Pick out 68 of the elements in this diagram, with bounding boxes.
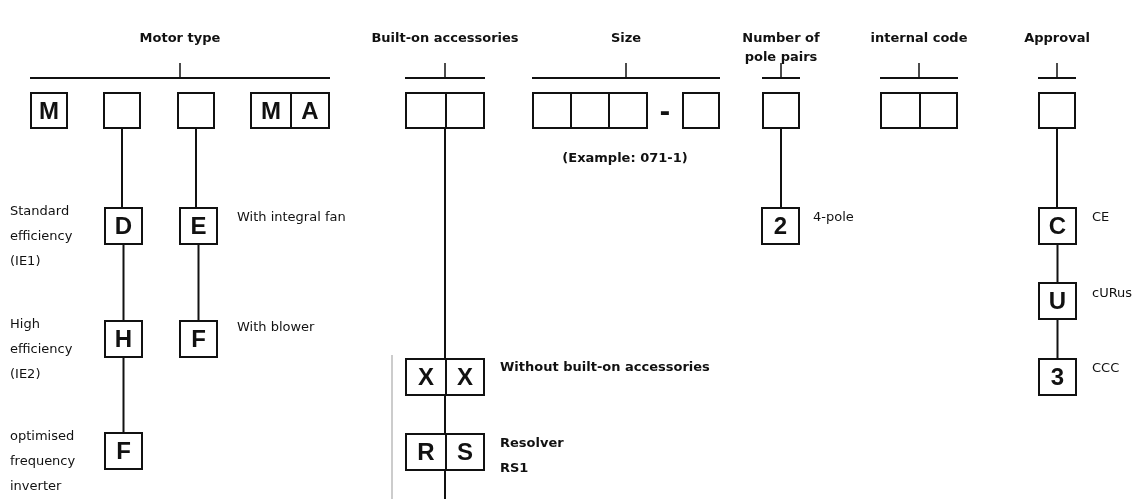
- code-box: [179, 320, 218, 358]
- code-box: [179, 207, 218, 245]
- connector-line: [122, 244, 125, 321]
- group-heading: Built-on accessories: [370, 29, 520, 47]
- code-letter: A: [301, 98, 319, 123]
- code-box: [445, 358, 485, 396]
- option-description: High efficiency (IE2): [10, 315, 74, 383]
- group-heading: Motor type: [138, 29, 222, 47]
- empty-code-box: [762, 92, 800, 129]
- code-letter: 3: [1050, 365, 1065, 389]
- code-box: [104, 207, 143, 245]
- code-letter: F: [116, 439, 131, 463]
- group-heading: Approval: [1023, 29, 1091, 47]
- code-box: [761, 207, 800, 245]
- connector-line: [1056, 319, 1059, 359]
- group-heading: Number of pole pairs: [741, 29, 821, 66]
- code-letter: U: [1048, 289, 1067, 313]
- option-description: 4-pole: [813, 208, 855, 226]
- code-box: [1038, 358, 1077, 396]
- connector-line: [444, 395, 446, 434]
- code-box: [30, 92, 68, 129]
- code-box: [250, 92, 292, 129]
- code-box: [104, 320, 143, 358]
- option-description: CE: [1092, 208, 1111, 226]
- code-box: [290, 92, 330, 129]
- code-box: [445, 433, 485, 471]
- code-letter: X: [418, 365, 434, 389]
- connector-line: [1056, 244, 1059, 283]
- code-letter: C: [1048, 214, 1067, 238]
- option-description: Without built-on accessories: [500, 358, 711, 376]
- code-letter: M: [261, 98, 281, 123]
- code-letter: 2: [773, 214, 788, 238]
- code-box: [104, 432, 143, 470]
- code-letter: H: [114, 327, 133, 351]
- connector-line: [121, 128, 123, 208]
- code-letter: X: [457, 365, 473, 389]
- option-description: cURus: [1092, 284, 1134, 302]
- connector-line: [1056, 128, 1058, 208]
- option-description: With integral fan: [237, 208, 347, 226]
- empty-code-box: [103, 92, 141, 129]
- code-letter: F: [191, 327, 206, 351]
- connector-line: [444, 470, 446, 499]
- empty-code-box: [1038, 92, 1076, 129]
- group-heading: internal code: [869, 29, 969, 47]
- option-description: With blower: [237, 318, 316, 336]
- connector-line: [197, 244, 200, 321]
- empty-code-box: [177, 92, 215, 129]
- code-letter: M: [39, 98, 59, 123]
- code-box: [405, 433, 447, 471]
- code-letter: E: [190, 214, 207, 238]
- code-letter: D: [114, 214, 133, 238]
- group-heading: Size: [609, 29, 643, 47]
- connector-line: [444, 128, 446, 359]
- example-note: (Example: 071-1): [561, 149, 689, 167]
- connector-line: [122, 357, 125, 433]
- empty-code-box: [682, 92, 720, 129]
- separator-dash: -: [658, 99, 672, 125]
- connector-line: [780, 128, 782, 208]
- option-description: CCC: [1092, 359, 1121, 377]
- code-box: [405, 358, 447, 396]
- connector-line: [195, 128, 197, 208]
- code-box: [1038, 282, 1077, 320]
- code-letter: R: [417, 440, 435, 464]
- code-box: [1038, 207, 1077, 245]
- option-description: Standard efficiency (IE1): [10, 202, 74, 270]
- code-letter: S: [457, 440, 473, 464]
- option-description: optimised frequency inverter: [10, 427, 77, 495]
- option-description: Resolver RS1: [500, 434, 565, 477]
